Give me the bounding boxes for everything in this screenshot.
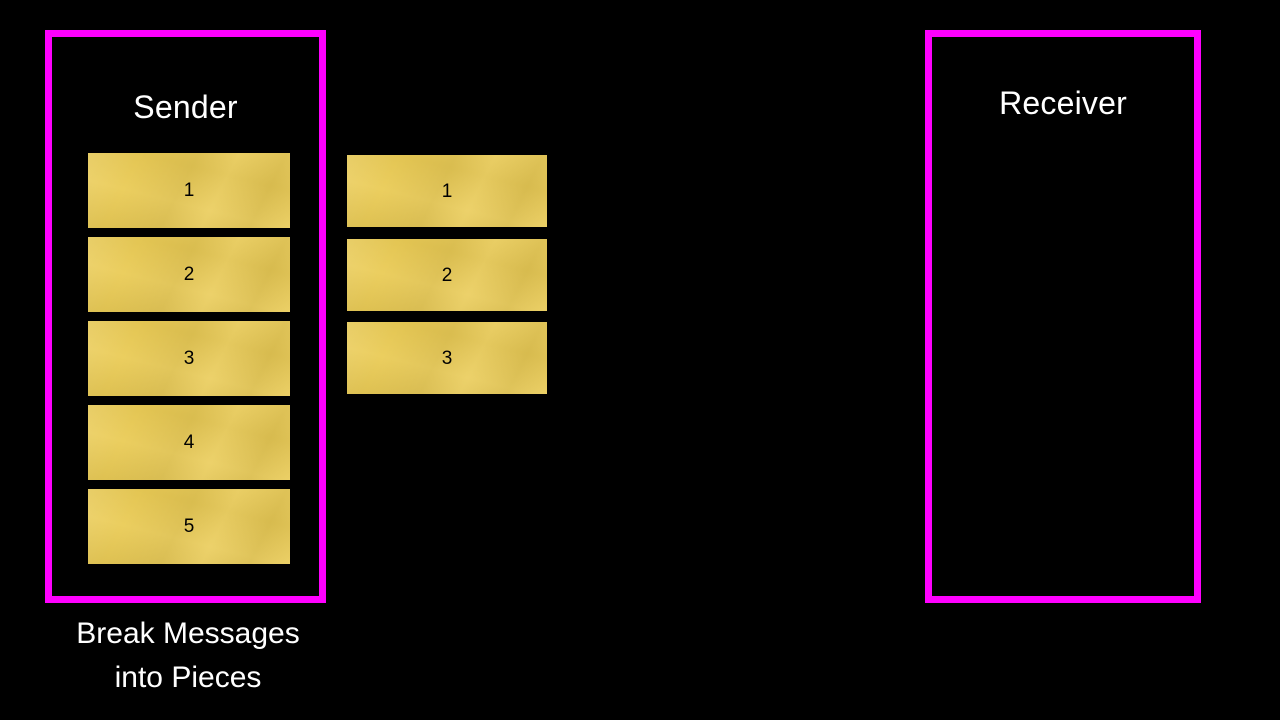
sender-title: Sender xyxy=(133,89,238,125)
receiver-title: Receiver xyxy=(999,85,1127,121)
sender-piece-3-label: 3 xyxy=(183,348,195,369)
caption-line-1: Break Messages xyxy=(76,617,300,650)
transit-piece-1[interactable]: 1 xyxy=(347,155,547,227)
sender-piece-2-label: 2 xyxy=(183,264,195,285)
sender-piece-5[interactable]: 5 xyxy=(88,489,290,564)
caption-line-2: into Pieces xyxy=(114,661,262,694)
transit-piece-2[interactable]: 2 xyxy=(347,239,547,311)
transit-piece-2-label: 2 xyxy=(441,264,453,286)
sender-piece-5-label: 5 xyxy=(183,516,195,537)
sender-piece-1-label: 1 xyxy=(183,180,195,201)
sender-piece-4-label: 4 xyxy=(183,432,195,453)
receiver-panel: Receiver xyxy=(925,30,1201,603)
caption: Break Messages into Pieces xyxy=(38,612,338,700)
transit-piece-3-label: 3 xyxy=(441,347,453,369)
sender-piece-2[interactable]: 2 xyxy=(88,237,290,312)
sender-piece-1[interactable]: 1 xyxy=(88,153,290,228)
sender-piece-3[interactable]: 3 xyxy=(88,321,290,396)
sender-piece-4[interactable]: 4 xyxy=(88,405,290,480)
transit-piece-3[interactable]: 3 xyxy=(347,322,547,394)
transit-piece-1-label: 1 xyxy=(441,180,453,202)
